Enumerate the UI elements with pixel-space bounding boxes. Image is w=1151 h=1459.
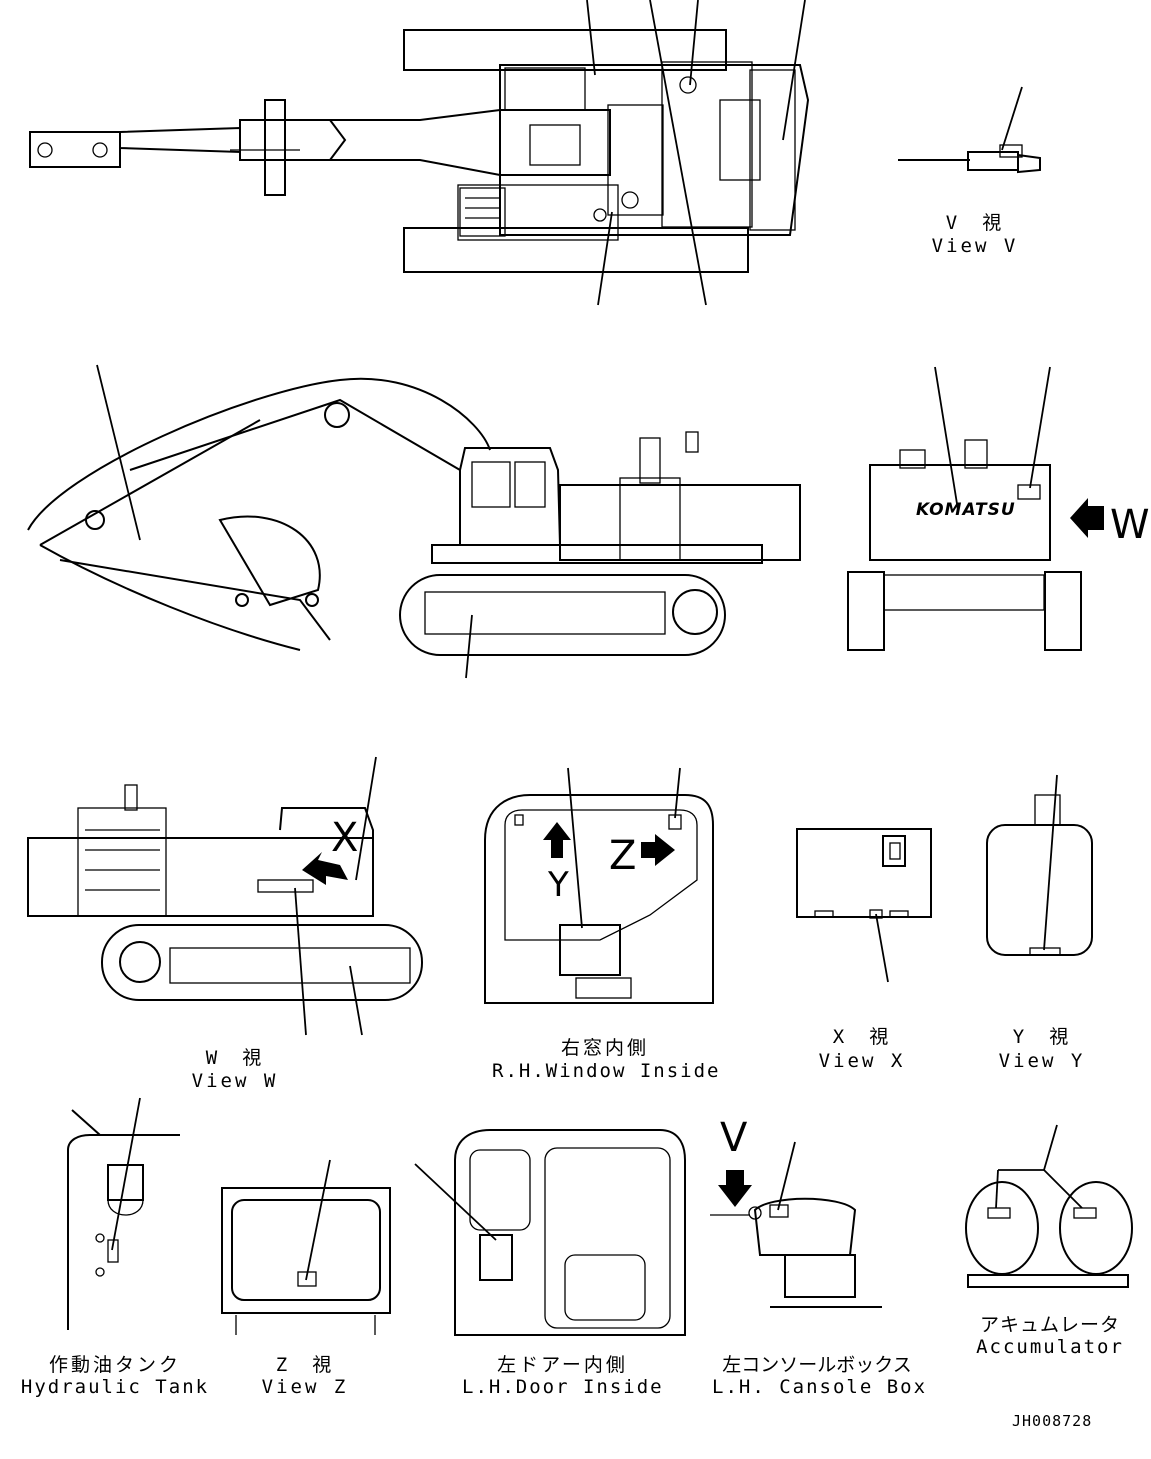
view-w-caption-jp: W 視 bbox=[205, 1047, 265, 1069]
rh-window-caption-en: R.H.Window Inside bbox=[492, 1060, 721, 1082]
view-z-caption-en: View Z bbox=[261, 1376, 349, 1398]
lh-door-caption-jp: 左ドアー内側 bbox=[497, 1354, 628, 1376]
lh-console-caption-en: L.H. Cansole Box bbox=[712, 1376, 928, 1398]
lh-door-caption-en: L.H.Door Inside bbox=[462, 1376, 664, 1398]
view-x-caption-jp: X 視 bbox=[832, 1026, 892, 1048]
hydraulic-tank-caption-en: Hydraulic Tank bbox=[20, 1376, 210, 1398]
view-w-caption-en: View W bbox=[191, 1070, 279, 1092]
marker-y: Y bbox=[548, 865, 569, 905]
view-y-lever bbox=[986, 794, 1093, 956]
accumulator-caption-jp: アキュムレータ bbox=[979, 1314, 1120, 1336]
marker-v: V bbox=[720, 1115, 748, 1161]
view-y-caption-en: View Y bbox=[998, 1050, 1086, 1072]
side-view-machine bbox=[27, 377, 801, 656]
marker-x: X bbox=[331, 815, 359, 861]
view-x-caption-en: View X bbox=[818, 1050, 906, 1072]
leader-lines bbox=[96, 0, 1083, 1281]
drawing-code: JH008728 bbox=[1012, 1412, 1093, 1430]
view-z-caption-jp: Z 視 bbox=[275, 1354, 335, 1376]
view-v-lever bbox=[898, 144, 1041, 174]
accumulator-caption-en: Accumulator bbox=[976, 1336, 1124, 1358]
top-view-machine bbox=[29, 29, 810, 273]
hydraulic-tank-drawing bbox=[67, 1109, 180, 1330]
rh-window-caption-jp: 右窓内側 bbox=[560, 1037, 649, 1059]
marker-w: W bbox=[1110, 502, 1150, 548]
view-v-caption-jp: V 視 bbox=[945, 212, 1005, 234]
lh-console-drawing bbox=[710, 1170, 882, 1308]
hydraulic-tank-caption-jp: 作動油タンク bbox=[48, 1354, 181, 1376]
view-y-caption-jp: Y 視 bbox=[1012, 1026, 1072, 1048]
lh-console-caption-jp: 左コンソールボックス bbox=[722, 1354, 912, 1376]
view-x-panel bbox=[796, 828, 932, 919]
komatsu-logo: KOMATSU bbox=[916, 500, 1016, 520]
marker-z: Z bbox=[609, 833, 637, 879]
view-v-caption-en: View V bbox=[931, 235, 1019, 257]
rear-view-machine bbox=[847, 439, 1104, 651]
rh-window-drawing bbox=[484, 794, 714, 1004]
lh-door-drawing bbox=[454, 1129, 686, 1336]
accumulator-drawing bbox=[965, 1181, 1133, 1288]
view-z-window bbox=[221, 1187, 391, 1335]
view-w-machine bbox=[27, 784, 423, 1001]
